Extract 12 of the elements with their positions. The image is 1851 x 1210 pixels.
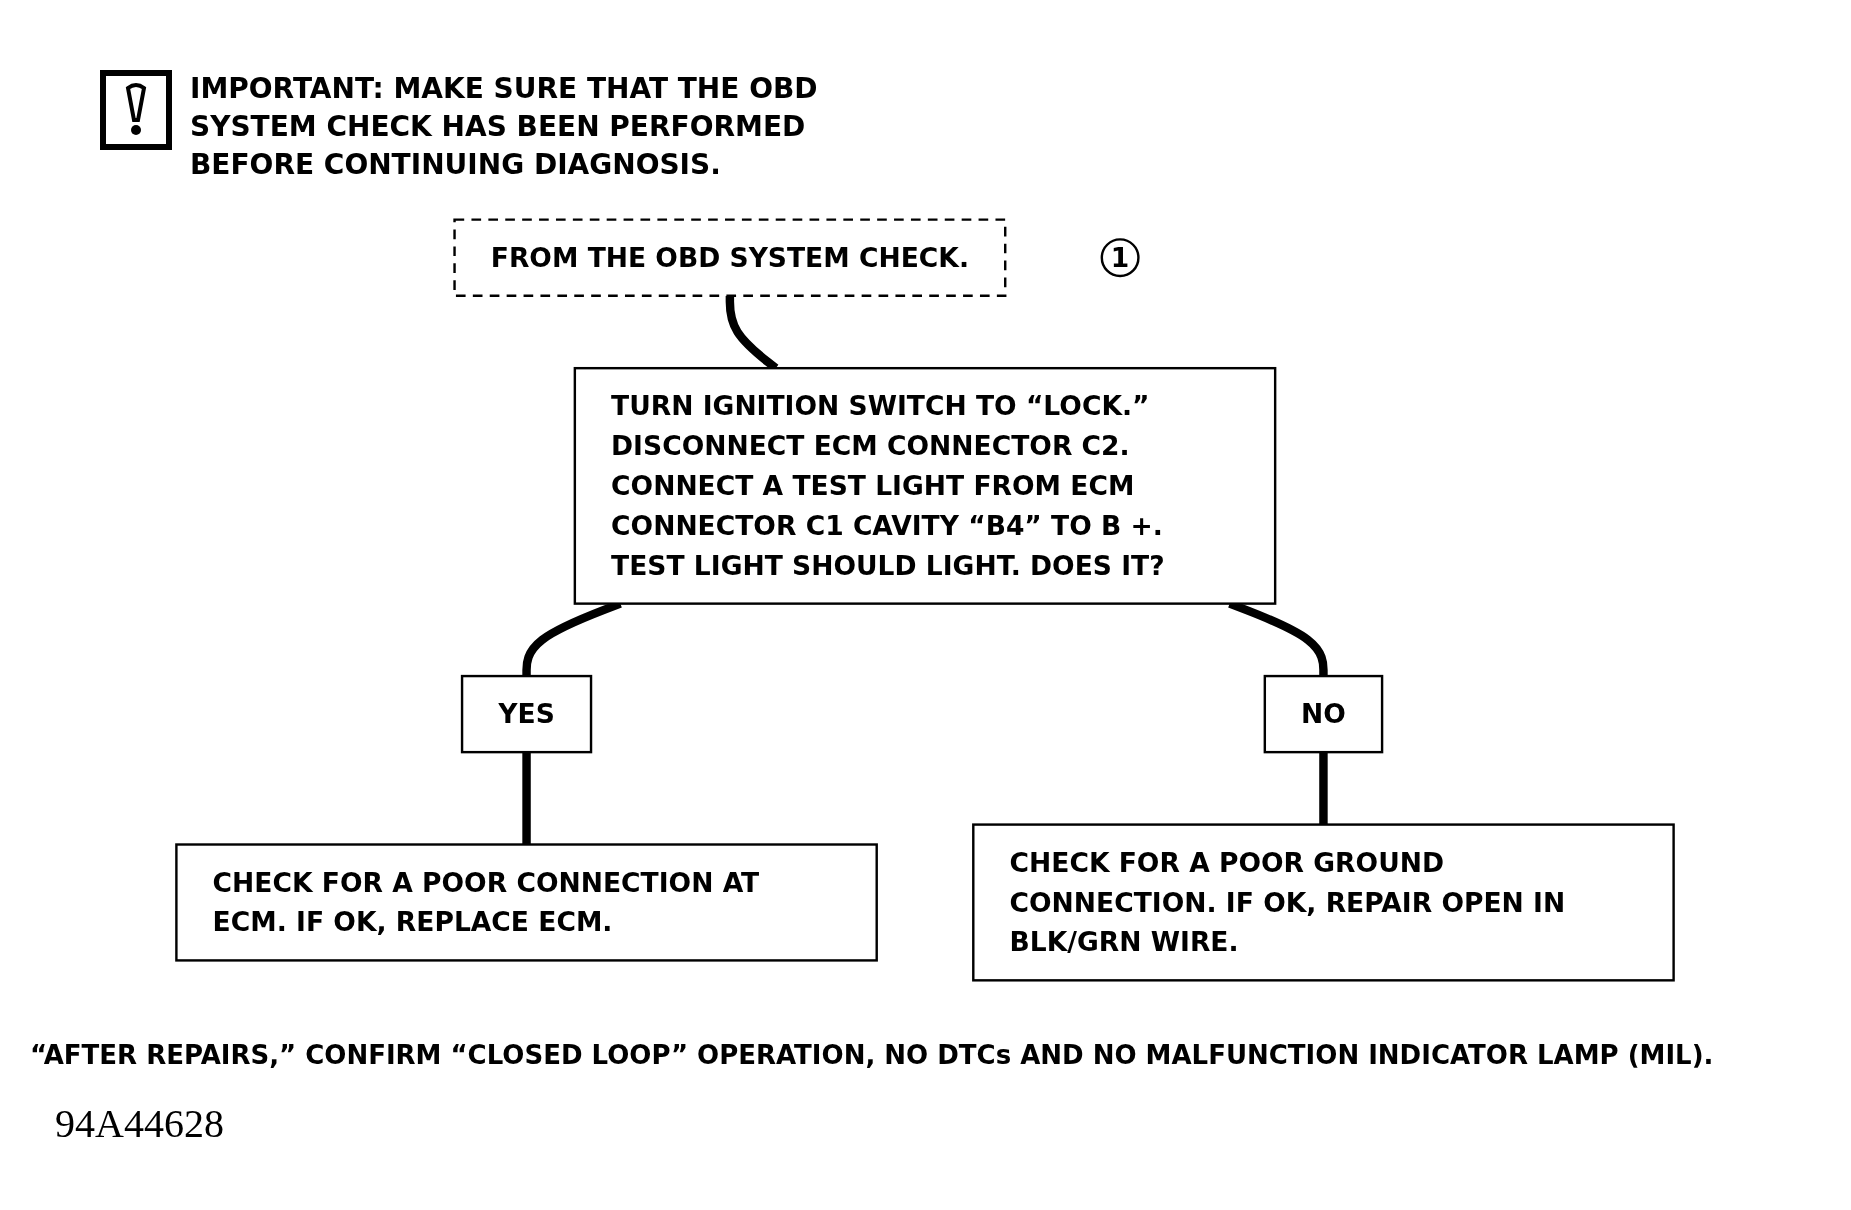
node-box: NO <box>1263 674 1384 754</box>
connector <box>1319 752 1328 825</box>
node-label: 1 <box>1110 242 1130 273</box>
node-box: FROM THE OBD SYSTEM CHECK. <box>453 218 1007 297</box>
connector <box>522 752 531 845</box>
figure-code: 94A44628 <box>55 1100 224 1147</box>
important-note: IMPORTANT: MAKE SURE THAT THE OBD SYSTEM CHECK HAS BEEN PERFORMED BEFORE CONTINUING DIAGNOSIS. <box>190 71 819 183</box>
footer-note: “AFTER REPAIRS,” CONFIRM “CLOSED LOOP” OPERATION, NO DTCs AND NO MALFUNCTION INDICATOR LAMP (MIL). <box>30 1040 1714 1070</box>
node-box: CHECK FOR A POOR CONNECTION AT ECM. IF OK, REPLACE ECM. <box>175 843 878 962</box>
node-box: YES <box>460 674 593 754</box>
node-box: TURN IGNITION SWITCH TO “LOCK.” DISCONNECT ECM CONNECTOR C2. CONNECT A TEST LIGHT FROM ECM CONNECTOR C1 CAVITY “B4” TO B +. TEST LIGHT SHOULD LIGHT. DOES IT? <box>573 366 1277 605</box>
node-box: CHECK FOR A POOR GROUND CONNECTION. IF OK, REPAIR OPEN IN BLK/GRN WIRE. <box>972 823 1675 982</box>
